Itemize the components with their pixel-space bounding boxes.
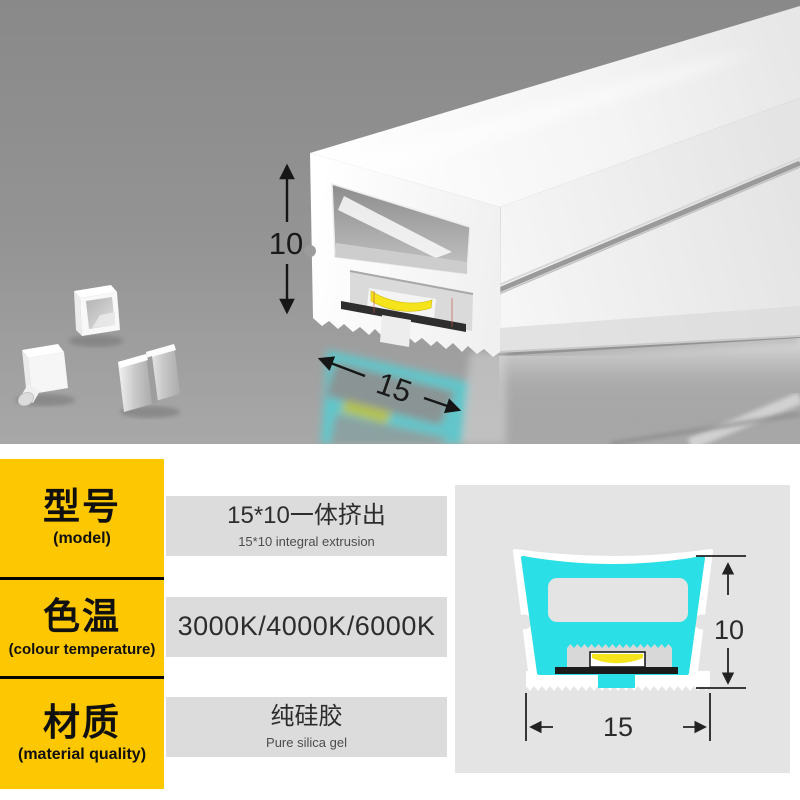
tube-bottom-tab (380, 315, 411, 347)
tube-floor-reflection (498, 335, 800, 450)
spec-label-model-zh: 型号 (43, 485, 121, 527)
spec-label-material: 材质 (material quality) (0, 676, 164, 789)
xsec-width-dimension-label: 15 (603, 712, 633, 742)
xsec-pcb (555, 667, 678, 674)
spec-table-labels: 型号 (model) 色温 (colour temperature) 材质 (m… (0, 459, 164, 789)
spec-label-model-en: (model) (53, 530, 111, 548)
xsec-width-dimension (525, 693, 711, 741)
tube-upper-cavity (331, 183, 471, 275)
end-cap-plug (15, 344, 75, 407)
spec-value-material-zh: 纯硅胶 (270, 703, 343, 731)
led-tube-render (304, 6, 800, 357)
spec-label-material-zh: 材质 (43, 701, 121, 743)
cross-section-diagram: 10 15 (513, 549, 746, 742)
spec-value-model: 15*10一体挤出 15*10 integral extrusion (166, 496, 447, 556)
xsec-height-dimension-label: 10 (714, 615, 744, 645)
cyan-reflection (321, 350, 506, 444)
xsec-height-dimension (696, 555, 746, 689)
xsec-right-ear-notch (694, 614, 710, 630)
led-strip-lens (370, 290, 433, 312)
spec-label-colour-temperature-en: (colour temperature) (8, 640, 156, 658)
product-photo-render: 10 15 (0, 0, 800, 450)
side-ear-notch (304, 245, 316, 257)
height-dimension-label: 10 (269, 226, 303, 261)
width-dimension (317, 356, 462, 414)
xsec-inner-cavity (548, 578, 688, 622)
spec-label-colour-temperature: 色温 (colour temperature) (0, 577, 164, 676)
spec-value-colour-temperature-zh: 3000K/4000K/6000K (177, 611, 436, 642)
xsec-left-ear-notch (516, 614, 532, 630)
cross-section-panel: 10 15 (455, 485, 790, 773)
spec-label-colour-temperature-zh: 色温 (43, 596, 121, 638)
pcb-bar (341, 301, 466, 332)
xsec-led-phosphor (592, 654, 643, 664)
xsec-led-package (589, 651, 646, 668)
spec-label-model: 型号 (model) (0, 459, 164, 577)
spec-value-colour-temperature: 3000K/4000K/6000K (166, 597, 447, 657)
spec-label-material-en: (material quality) (17, 746, 147, 764)
product-photo: 10 15 (0, 0, 800, 450)
mounting-clip (118, 344, 180, 418)
spec-value-model-en: 15*10 integral extrusion (238, 533, 375, 549)
tube-led-channel (341, 270, 474, 332)
xsec-cyan-stem (598, 674, 635, 688)
end-cap-open (69, 285, 123, 347)
spec-value-material-en: Pure silica gel (266, 734, 347, 750)
spec-value-material: 纯硅胶 Pure silica gel (166, 697, 447, 757)
spec-value-model-zh: 15*10一体挤出 (227, 502, 386, 530)
